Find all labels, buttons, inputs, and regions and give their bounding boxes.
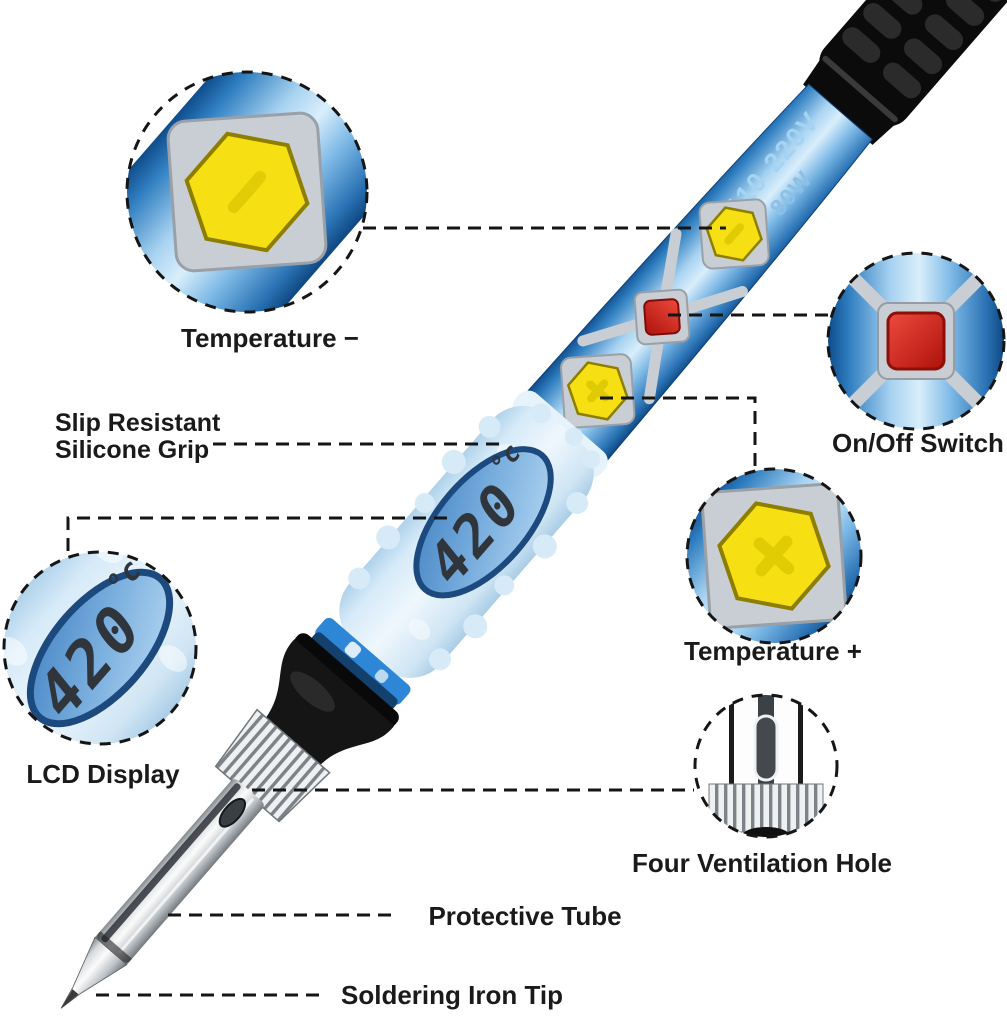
label-slip-resistant-line1: Slip Resistant: [55, 409, 221, 437]
callout-circle-temp-minus: [125, 70, 369, 314]
cable-sleeve: [819, 0, 1007, 127]
callout-circle-ventilation: [693, 693, 839, 839]
minus-icon: [724, 223, 745, 245]
leader-temp-plus: [600, 396, 757, 469]
label-protective-tube: Protective Tube: [428, 901, 621, 931]
callout-ventilation: Four Ventilation Hole: [632, 693, 892, 878]
cable-collar: [803, 55, 898, 145]
silicone-grip: 420 °c: [339, 390, 608, 678]
leader-lcd: [66, 516, 447, 551]
soldering-iron: 110-220V 80W: [60, 0, 1007, 1009]
on-off-button[interactable]: [610, 265, 714, 369]
label-lcd: LCD Display: [26, 759, 180, 789]
knurled-nut: [214, 708, 331, 823]
label-temp-plus: Temperature +: [684, 636, 862, 666]
plus-icon: [753, 535, 795, 577]
callout-on-off: On/Off Switch: [826, 251, 1006, 458]
ventilation-hole-zoom: [753, 714, 779, 782]
callout-temp-minus: Temperature −: [125, 70, 369, 353]
callout-temp-plus: Temperature +: [684, 467, 863, 666]
grip-texture: [348, 403, 601, 671]
lcd-display: 420 °c: [413, 436, 554, 601]
callout-circle-lcd: [2, 550, 198, 746]
label-temp-minus: Temperature −: [181, 323, 359, 353]
callout-circle-on-off: [826, 251, 1006, 431]
plus-icon: [586, 379, 610, 403]
label-soldering-tip: Soldering Iron Tip: [341, 980, 563, 1010]
label-slip-resistant-line2: Silicone Grip: [55, 436, 209, 464]
leader-lines: [66, 226, 828, 997]
minus-icon: [227, 170, 267, 214]
temp-minus-button[interactable]: [668, 168, 800, 300]
grip-rings: [309, 617, 411, 712]
callout-circle-temp-plus: [685, 467, 863, 645]
label-on-off: On/Off Switch: [832, 428, 1004, 458]
ventilation-hole: [218, 797, 247, 828]
iron-tip: [60, 931, 133, 1009]
protective-tube: [97, 779, 264, 963]
heating-collar: [266, 633, 399, 765]
label-ventilation: Four Ventilation Hole: [632, 848, 892, 878]
